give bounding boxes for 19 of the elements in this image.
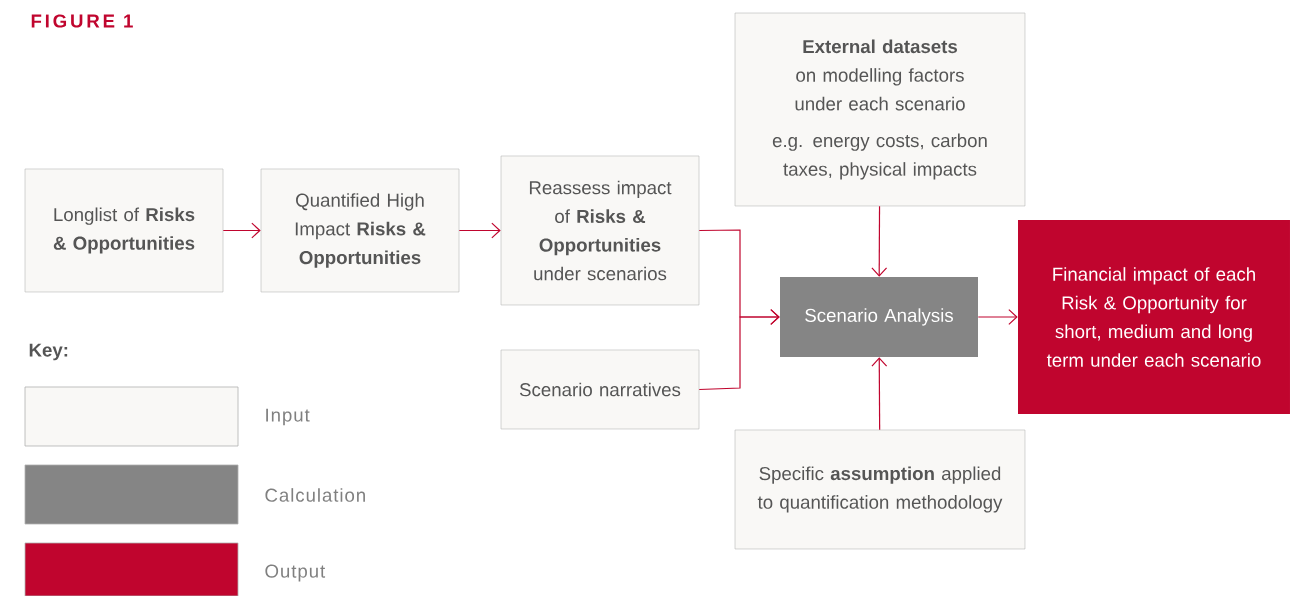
input-box: Specific assumption applied to quantification methodology: [734, 429, 1026, 550]
legend-label: Input: [266, 408, 310, 426]
calculation-box: Scenario Analysis: [780, 277, 978, 357]
figure-title: FIGURE 1: [31, 14, 133, 28]
arrow: [222, 222, 261, 239]
input-box: Scenario narratives: [500, 349, 700, 430]
arrow: [871, 205, 888, 277]
arrow: [698, 309, 780, 391]
input-box: Longlist of Risks & Opportunities: [24, 168, 224, 293]
input-box: Reassess impact of Risks & Opportunities under scenarios: [500, 155, 700, 306]
arrow: [458, 222, 501, 239]
key-heading: Key:: [29, 343, 68, 361]
output-box: Financial impact of each Risk & Opportunity for short, medium and long term under each scenario: [1018, 220, 1290, 414]
input-box: Quantified High Impact Risks & Opportunities: [260, 168, 460, 293]
legend-label: Output: [265, 564, 326, 582]
arrow: [871, 357, 888, 431]
arrow: [977, 309, 1018, 325]
legend-label: Calculation: [265, 488, 365, 502]
input-box: External datasets on modelling factors under each scenario e.g. energy costs, carbon taxes, physical impacts: [734, 12, 1026, 207]
